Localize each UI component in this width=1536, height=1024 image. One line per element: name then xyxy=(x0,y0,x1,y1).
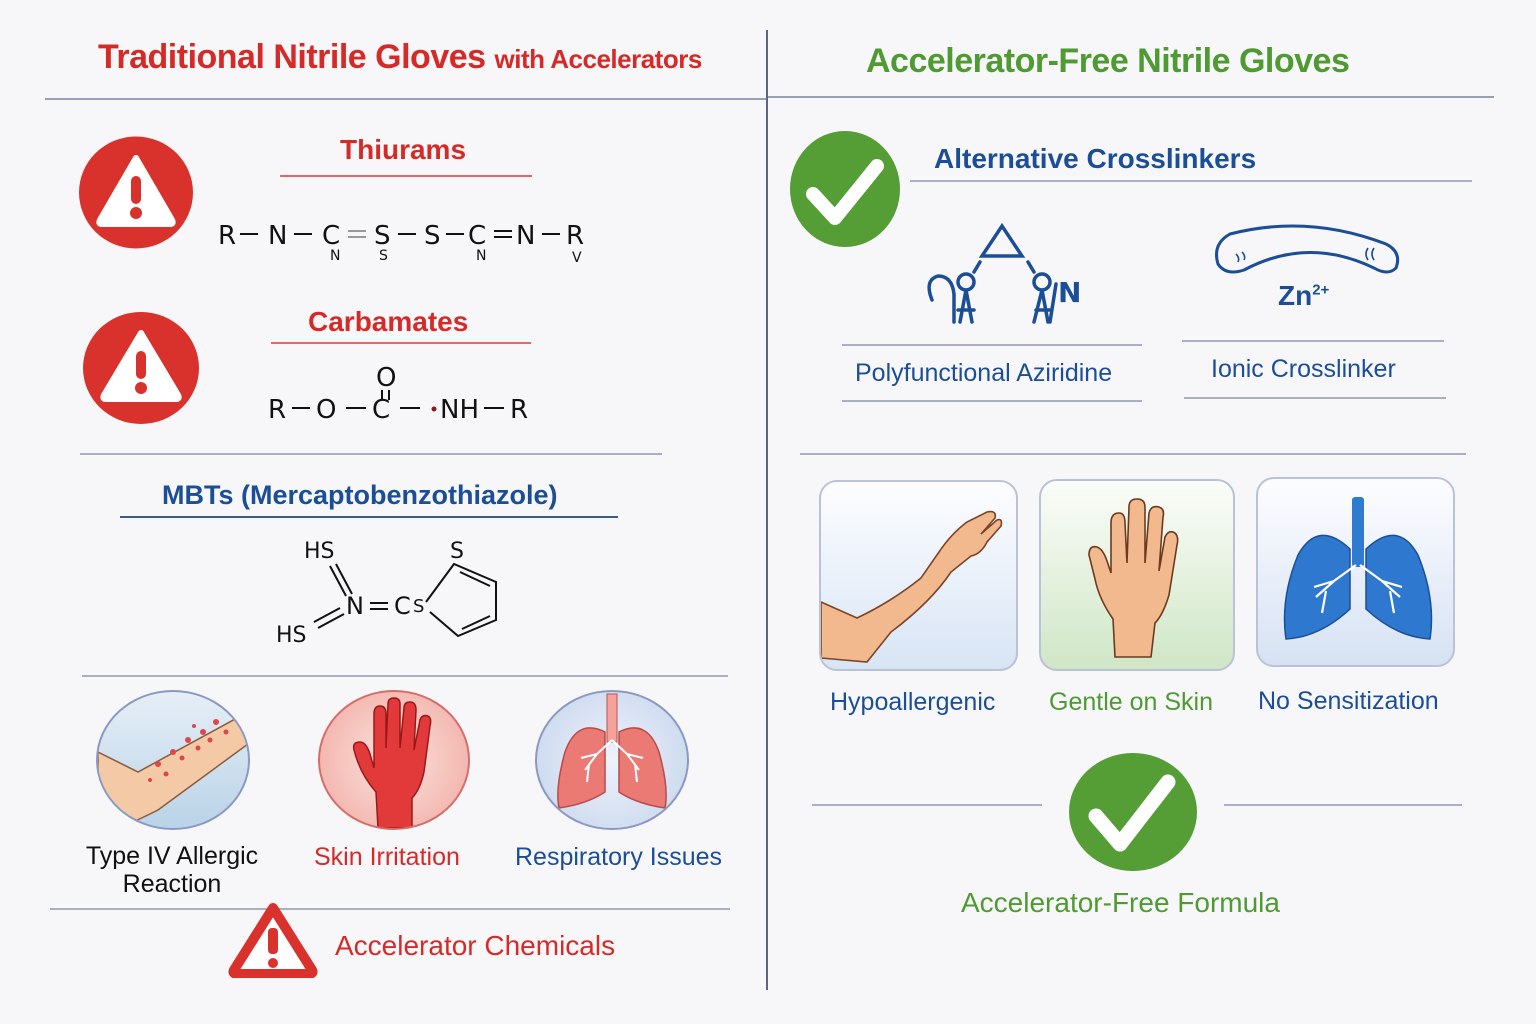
left-panel-title: Traditional Nitrile Gloves with Accelera… xyxy=(98,38,702,77)
svg-text:R: R xyxy=(268,395,286,425)
svg-text:HS: HS xyxy=(304,539,335,564)
section-title-carbamates: Carbamates xyxy=(308,306,469,337)
svg-text:S: S xyxy=(450,539,464,564)
benefit-label-no-sensitization: No Sensitization xyxy=(1258,687,1439,715)
benefit-label-gentle-on-skin: Gentle on Skin xyxy=(1049,688,1213,716)
check-circle-icon xyxy=(789,130,901,248)
svg-text:N: N xyxy=(1058,276,1081,309)
effect-label-respiratory: Respiratory Issues xyxy=(515,843,723,871)
warning-circle-icon xyxy=(78,136,194,249)
crosslinker-label-aziridine: Polyfunctional Aziridine xyxy=(855,359,1113,387)
divider-footer-left xyxy=(50,908,730,910)
svg-text:N: N xyxy=(330,248,340,264)
svg-text:V: V xyxy=(572,250,582,266)
crosslinkers-underline xyxy=(910,180,1472,182)
divider-effects xyxy=(82,675,728,677)
benefit-label-hypoallergenic: Hypoallergenic xyxy=(830,688,996,716)
divider-mbt xyxy=(80,453,662,455)
ionic-bottom-line xyxy=(1184,397,1446,399)
center-divider xyxy=(766,30,768,990)
svg-text:S: S xyxy=(379,248,388,264)
title-main: Traditional Nitrile Gloves xyxy=(98,38,486,76)
divider-benefits xyxy=(800,453,1466,455)
mbt-formula: HS HS N C S S xyxy=(268,532,508,650)
footer-label-accelerator-chemicals: Accelerator Chemicals xyxy=(335,930,616,961)
effect-label-skin-irritation: Skin Irritation xyxy=(314,843,460,871)
mbts-underline xyxy=(120,516,618,518)
section-title-thiurams: Thiurams xyxy=(340,134,467,165)
healthy-arm-icon xyxy=(819,480,1018,671)
svg-text:HS: HS xyxy=(276,623,307,648)
aziridine-structure-icon: N xyxy=(918,218,1098,332)
footer-line-left xyxy=(812,804,1042,806)
svg-text:C: C xyxy=(394,592,411,620)
warning-circle-icon xyxy=(82,311,200,425)
aziridine-top-line xyxy=(842,344,1142,346)
ionic-top-line xyxy=(1182,340,1444,342)
carbamates-underline xyxy=(271,342,531,344)
svg-text:N: N xyxy=(516,221,535,251)
header-divider-left xyxy=(45,98,767,100)
svg-text:NH: NH xyxy=(440,395,479,425)
title-suffix: with Accelerators xyxy=(494,44,703,74)
check-circle-icon xyxy=(1068,752,1198,872)
svg-text:R: R xyxy=(510,395,528,425)
footer-label-accelerator-free: Accelerator-Free Formula xyxy=(961,887,1280,918)
svg-text:C: C xyxy=(468,221,486,251)
healthy-lungs-icon xyxy=(1256,477,1455,667)
svg-text:S: S xyxy=(424,221,441,251)
svg-text:O: O xyxy=(316,395,336,425)
warning-triangle-icon xyxy=(228,902,318,979)
svg-text:R: R xyxy=(218,221,236,251)
inflamed-lungs-icon xyxy=(535,690,689,830)
carbamates-formula: O R O C NH R xyxy=(262,358,552,430)
svg-text:N: N xyxy=(268,221,287,251)
header-divider-right xyxy=(768,96,1494,98)
thiurams-formula: R N C N S S S C N N R V xyxy=(214,212,594,270)
healthy-hand-icon xyxy=(1039,479,1235,671)
svg-text:S: S xyxy=(374,221,391,251)
aziridine-bottom-line xyxy=(842,400,1142,402)
ionic-bridge-icon xyxy=(1208,220,1408,320)
thiurams-underline xyxy=(280,175,532,177)
effect-label-type-iv: Type IV Allergic Reaction xyxy=(85,842,259,898)
svg-text:N: N xyxy=(476,248,486,264)
svg-text:S: S xyxy=(413,596,424,617)
svg-text:N: N xyxy=(346,592,364,620)
footer-line-right xyxy=(1224,804,1462,806)
right-panel-title: Accelerator-Free Nitrile Gloves xyxy=(866,42,1350,80)
svg-text:O: O xyxy=(376,363,396,393)
svg-text:R: R xyxy=(566,221,584,251)
rash-arm-icon xyxy=(96,690,250,830)
red-hand-icon xyxy=(318,690,470,830)
section-title-mbts: MBTs (Mercaptobenzothiazole) xyxy=(162,480,558,510)
zinc-ion-label: Zn2+ xyxy=(1278,280,1330,311)
crosslinker-label-ionic: Ionic Crosslinker xyxy=(1211,355,1396,383)
svg-text:C: C xyxy=(372,395,390,425)
section-title-alternative-crosslinkers: Alternative Crosslinkers xyxy=(934,143,1257,174)
svg-text:C: C xyxy=(322,221,340,251)
